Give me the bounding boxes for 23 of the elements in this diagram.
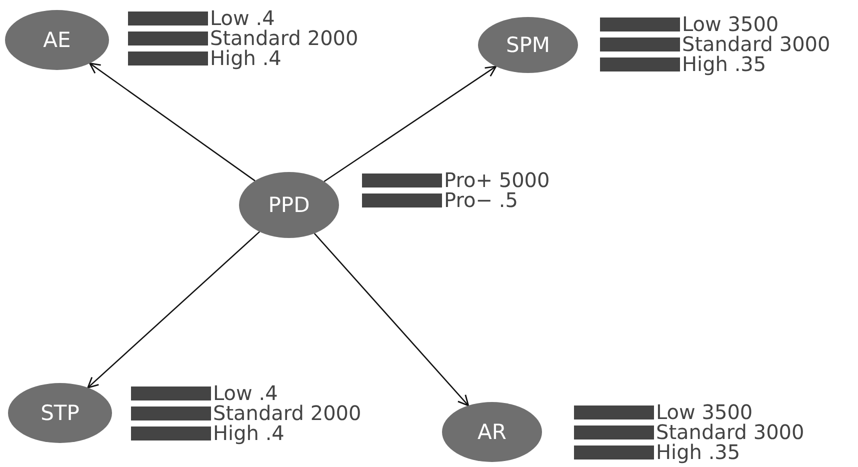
arrow (87, 231, 260, 388)
arrow (324, 66, 497, 182)
value-label: Standard 2000 (213, 405, 362, 422)
value-label: Pro− .5 (444, 192, 518, 209)
value-label: High .35 (656, 444, 740, 461)
node-label: AR (478, 420, 506, 444)
value-label: Pro+ 5000 (444, 172, 550, 189)
value-label: Standard 3000 (682, 36, 830, 53)
value-label: High .4 (213, 425, 284, 442)
node-label: AE (43, 28, 71, 52)
value-label: Standard 3000 (656, 424, 804, 441)
value-label: Low 3500 (682, 16, 779, 33)
value-label: Low .4 (210, 10, 275, 27)
value-label: Low .4 (213, 385, 278, 402)
value-label: Standard 2000 (210, 30, 358, 47)
value-label: Low 3500 (656, 404, 753, 421)
value-label: High .35 (682, 56, 766, 73)
arrow (89, 62, 256, 182)
arrow (314, 232, 470, 406)
node-label: PPD (268, 193, 310, 217)
node-label: STP (40, 401, 80, 425)
node-label: SPM (506, 33, 550, 57)
value-label: High .4 (210, 50, 282, 67)
